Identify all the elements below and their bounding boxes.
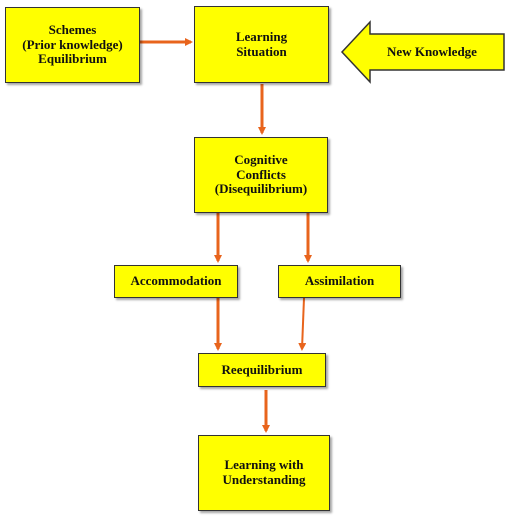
arrow-assimilation-to-reequilibrium — [298, 297, 307, 351]
cognitive-conflicts-box: Cognitive Conflicts (Disequilibrium) — [194, 137, 328, 213]
learning-situation-box: Learning Situation — [194, 6, 329, 83]
reequilibrium-box: Reequilibrium — [198, 353, 326, 387]
new-knowledge-label: New Knowledge — [387, 44, 477, 59]
schemes-box: Schemes (Prior knowledge) Equilibrium — [5, 7, 140, 83]
accommodation-box: Accommodation — [114, 265, 238, 298]
new-knowledge-arrow-shape — [340, 20, 505, 84]
learning-with-understanding-box: Learning with Understanding — [198, 435, 330, 511]
assimilation-box: Assimilation — [278, 265, 401, 298]
